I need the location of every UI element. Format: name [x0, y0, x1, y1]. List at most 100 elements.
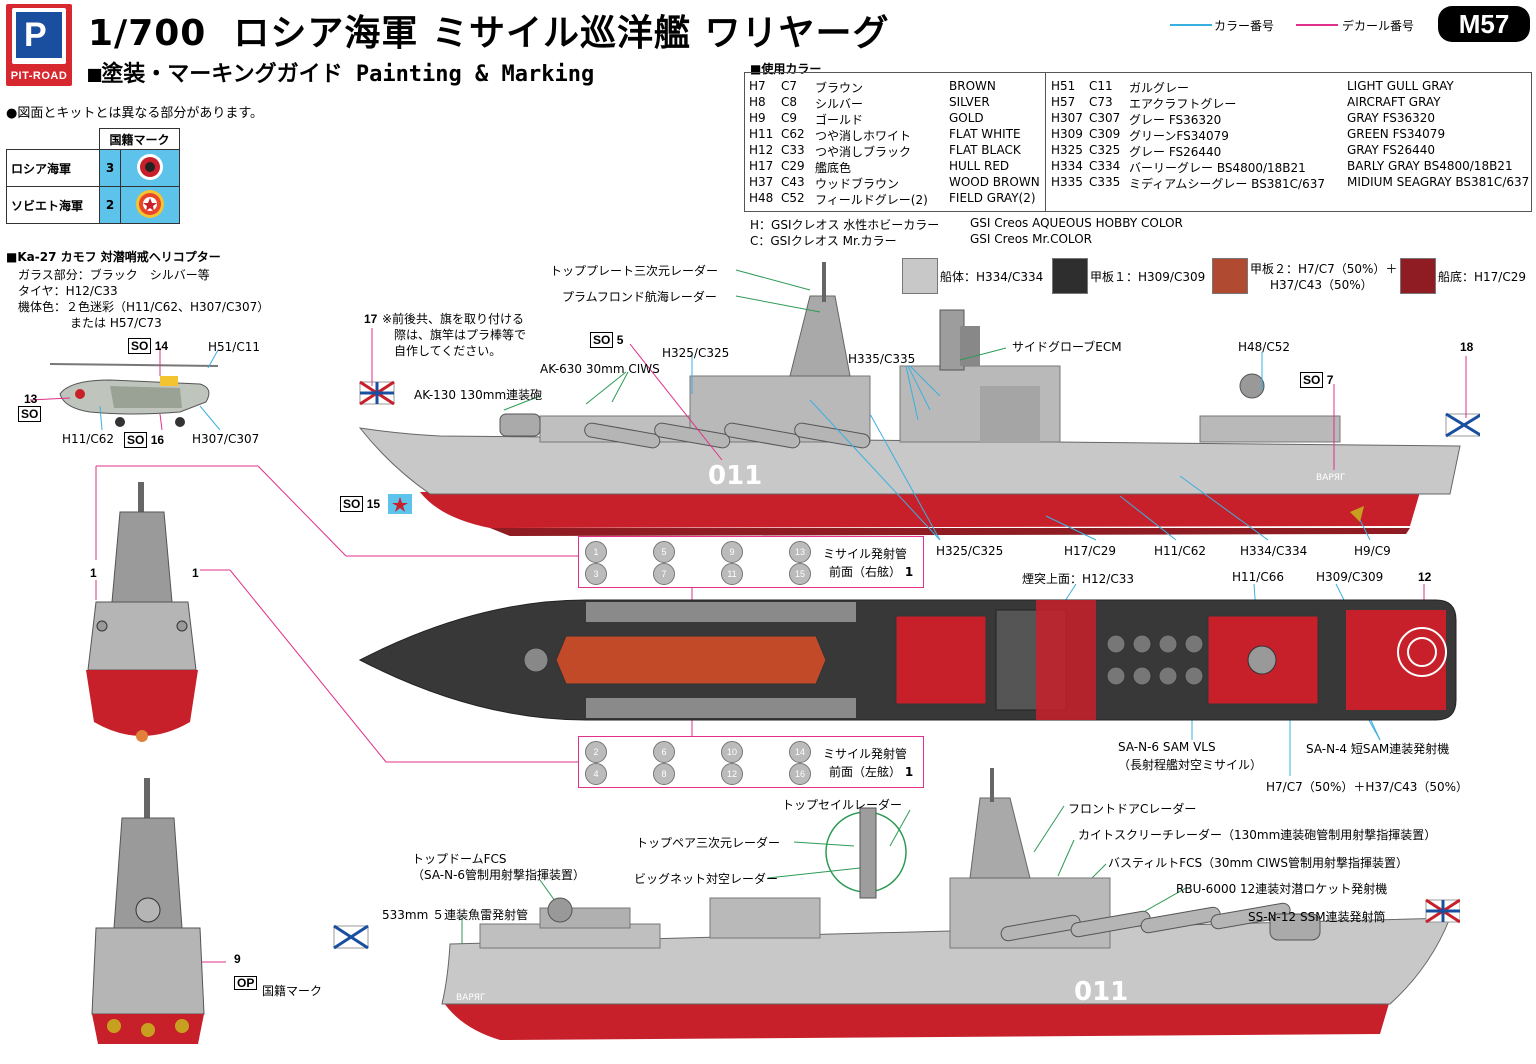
decal-17: 17: [364, 312, 378, 326]
tube-marker: 12: [721, 763, 743, 785]
color-code-h: H17: [749, 159, 774, 173]
label-deck-mix: H7/C7（50%）＋H37/C43（50%）: [1266, 780, 1469, 794]
color-name-jp: ゴールド: [815, 113, 864, 127]
label-top-dome: トップドームFCS: [412, 852, 507, 866]
missile-tube-port-label: ミサイル発射管: [823, 747, 908, 761]
mr-color-note: C：GSIクレオス Mr.カラー: [750, 234, 897, 248]
color-name-en: MIDIUM SEAGRAY BS381C/637: [1347, 175, 1530, 189]
op-tag: OP: [234, 976, 258, 990]
plan-view: [358, 599, 1457, 721]
color-code-c: C309: [1089, 127, 1121, 141]
national-mark-table: 国籍マーク ロシア海軍 3 ソビエト海軍 2: [6, 128, 180, 224]
hobby-color-note: H：GSIクレオス 水性ホビーカラー: [750, 218, 940, 232]
label-h11: H11/C62: [1154, 544, 1206, 558]
tube-marker: 2: [585, 741, 607, 763]
color-code-h: H309: [1051, 127, 1083, 141]
missile-tube-starboard-sub: 前面（右舷）: [829, 565, 902, 579]
decal-number-line: [1296, 24, 1338, 26]
color-name-jp: ウッドブラウン: [815, 177, 900, 191]
label-top-dome-sub: （SA-N-6管制用射撃指揮装置）: [412, 868, 586, 882]
deck2-color-swatch: [1212, 258, 1248, 294]
deck1-color-label: 甲板１：H309/C309: [1090, 270, 1206, 284]
color-name-en: BROWN: [949, 79, 996, 93]
color-code-h: H11: [749, 127, 774, 141]
color-code-h: H335: [1051, 175, 1083, 189]
tube-marker: 16: [789, 763, 811, 785]
hull-number-text: 011: [708, 461, 762, 491]
label-h11-c66: H11/C66: [1232, 570, 1284, 584]
hull-color-swatch: [902, 258, 938, 294]
side-view-port: 011 ВАРЯГ: [333, 768, 1460, 1040]
color-code-h: H57: [1051, 95, 1076, 109]
decal-5: 5: [616, 333, 624, 347]
pit-road-logo: P PIT-ROAD: [6, 4, 72, 86]
label-bass-tilt: バスティルトFCS（30mm CIWS管制用射撃指揮装置）: [1108, 856, 1409, 870]
hull-number-text-2: 011: [1074, 977, 1128, 1007]
color-name-en: BARLY GRAY BS4800/18B21: [1347, 159, 1513, 173]
tube-marker: 10: [721, 741, 743, 763]
label-sa-n6: SA-N-6 SAM VLS: [1118, 740, 1216, 754]
color-code-c: C52: [781, 191, 805, 205]
color-code-h: H325: [1051, 143, 1083, 157]
front-decal-1-right: 1: [192, 566, 199, 580]
russian-navy-roundel-icon: [137, 153, 163, 180]
flag-note-3: 自作してください。: [394, 344, 502, 358]
label-h325-2: H325/C325: [936, 544, 1004, 558]
stern-view: [91, 778, 205, 1044]
product-code-badge: M57: [1438, 6, 1530, 42]
color-code-h: H7: [749, 79, 766, 93]
color-code-h: H9: [749, 111, 766, 125]
color-code-h: H8: [749, 95, 766, 109]
helicopter-tire: タイヤ：H12/C33: [18, 284, 118, 298]
color-code-c: C62: [781, 127, 805, 141]
decal-18: 18: [1460, 340, 1474, 354]
so-tag: SO: [124, 432, 148, 448]
color-name-jp: フィールドグレー(2): [815, 193, 928, 207]
color-code-h: H51: [1051, 79, 1076, 93]
color-name-jp: ブラウン: [815, 81, 864, 95]
page-subtitle: ■塗装・マーキングガイド Painting & Marking: [88, 62, 595, 87]
deck2-color-label: 甲板２：H7/C7（50%）＋: [1250, 262, 1398, 276]
color-name-en: SILVER: [949, 95, 990, 109]
missile-tube-starboard-box: 1 3 5 7 9 11 13 15 ミサイル発射管 前面（右舷） 1: [578, 536, 924, 588]
color-code-h: H12: [749, 143, 774, 157]
front-decal-1-left: 1: [90, 566, 97, 580]
navy-soviet: ソビエト海軍: [6, 186, 100, 224]
so-tag: SO: [18, 406, 42, 422]
label-h309: H309/C309: [1316, 570, 1384, 584]
color-name-en: GRAY FS36320: [1347, 111, 1436, 125]
color-name-jp: つや消しホワイト: [815, 129, 912, 143]
color-code-c: C43: [781, 175, 805, 189]
label-h335: H335/C335: [848, 352, 916, 366]
heli-decal-13: 13: [24, 392, 38, 406]
decal-number: 2: [99, 186, 121, 224]
color-name-en: GOLD: [949, 111, 984, 125]
so-tag: SO: [340, 496, 364, 512]
name-plate-text-2: ВАРЯГ: [456, 993, 486, 1003]
name-plate-text: ВАРЯГ: [1316, 473, 1346, 483]
bow-view: [86, 482, 198, 742]
decal-number-label: デカール番号: [1342, 19, 1415, 33]
decal-15: 15: [366, 497, 381, 511]
heli-h307: H307/C307: [192, 432, 260, 446]
national-mark-header: 国籍マーク: [99, 128, 180, 150]
color-code-c: C335: [1089, 175, 1121, 189]
missile-tube-starboard-label: ミサイル発射管: [823, 547, 908, 561]
color-name-en: FLAT WHITE: [949, 127, 1021, 141]
label-big-net: ビッグネット対空レーダー: [634, 872, 779, 886]
color-name-jp: バーリーグレー BS4800/18B21: [1129, 161, 1306, 175]
color-name-jp: 艦底色: [815, 161, 852, 175]
color-name-jp: つや消しブラック: [815, 145, 912, 159]
bottom-color-swatch: [1400, 258, 1436, 294]
label-funnel-top: 煙突上面：H12/C33: [1022, 572, 1134, 586]
tube-marker: 14: [789, 741, 811, 763]
label-kite-screech: カイトスクリーチレーダー（130mm連装砲管制用射撃指揮装置）: [1078, 828, 1437, 842]
label-top-pair: トップペア三次元レーダー: [636, 836, 781, 850]
helicopter-body-alt: または H57/C73: [70, 316, 162, 330]
label-h334: H334/C334: [1240, 544, 1308, 558]
hobby-color-note-en: GSI Creos AQUEOUS HOBBY COLOR: [970, 216, 1183, 230]
ship-title: ロシア海軍 ミサイル巡洋艦 ワリヤーグ: [233, 13, 890, 54]
decal-1: 1: [904, 565, 914, 579]
decal-12: 12: [1418, 570, 1432, 584]
color-code-c: C73: [1089, 95, 1113, 109]
